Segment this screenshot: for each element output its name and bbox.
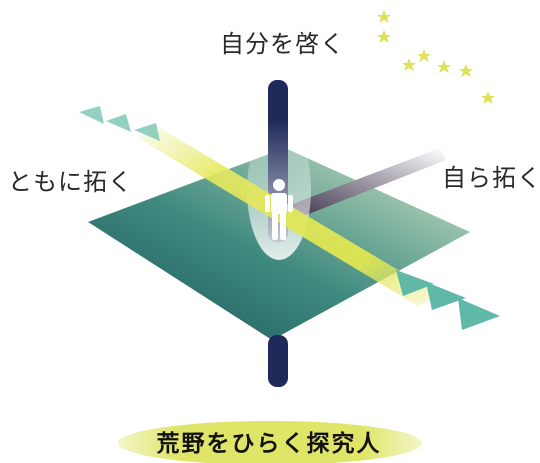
title-band — [118, 421, 422, 463]
star-icon — [377, 30, 391, 43]
cooperation-beam — [138, 128, 440, 306]
person-icon — [265, 179, 293, 240]
star-icon — [459, 64, 473, 77]
star-cluster — [377, 10, 495, 104]
diagram-title: 荒野をひらく探究人 — [156, 431, 382, 457]
star-icon — [481, 91, 495, 104]
star-icon — [417, 49, 431, 62]
label-self-pioneer: 自ら拓く — [442, 164, 540, 192]
arrow-icon — [458, 298, 500, 330]
left-arrows — [79, 106, 160, 141]
star-icon — [402, 58, 416, 71]
arrow-icon — [134, 123, 160, 141]
label-self-open: 自分を啓く — [220, 30, 345, 58]
vertical-axis-lower — [268, 335, 288, 387]
label-together-pioneer: ともに拓く — [8, 168, 133, 196]
arrow-icon — [106, 114, 131, 132]
right-arrows — [396, 270, 500, 330]
arrow-icon — [396, 270, 434, 296]
right-axis — [290, 148, 446, 219]
arrow-icon — [79, 106, 104, 124]
star-icon — [377, 10, 391, 23]
arrow-icon — [426, 282, 466, 310]
star-icon — [437, 60, 451, 73]
